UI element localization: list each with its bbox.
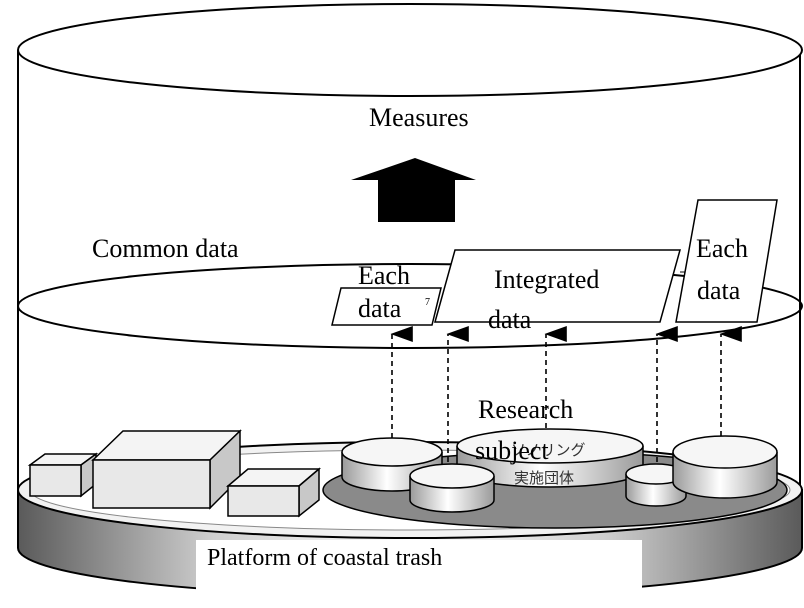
cylinder-right [672, 435, 778, 499]
each-data-right-line1: Each [696, 234, 748, 263]
top-ellipse [17, 3, 803, 97]
outer-cylinder [17, 3, 803, 548]
research-subject-line1: Research [478, 395, 573, 424]
middle-plane-ellipse [17, 263, 803, 349]
platform-label: Platform of coastal trash [207, 545, 442, 571]
each-data-right-line2: data [697, 276, 741, 305]
integrated-data-line2: data [488, 305, 532, 334]
jp-label-line1: ソノリング [511, 441, 586, 459]
each-data-right-box [675, 199, 778, 323]
common-data-label: Common data [92, 234, 239, 263]
integrated-data-box [434, 249, 681, 323]
measures-label: Measures [369, 103, 469, 132]
box-large [91, 429, 242, 510]
box-small-right [225, 467, 322, 518]
jp-label-line2: 実施団体 [514, 469, 574, 487]
left-box-fragment: 7 [425, 297, 430, 308]
platform-label-box [196, 540, 642, 602]
each-data-left-line1: Each [358, 261, 410, 290]
each-data-left-box [331, 287, 442, 326]
integrated-data-line1: Integrated [494, 265, 599, 294]
box-small-left [27, 452, 99, 498]
up-arrow [351, 158, 476, 222]
dashed-arrows [390, 326, 742, 462]
cylinder-small-left [409, 463, 495, 513]
research-subject-line2: subject [475, 436, 549, 465]
cylinder-small-right [625, 463, 687, 507]
each-data-left-line2: data [358, 294, 402, 323]
